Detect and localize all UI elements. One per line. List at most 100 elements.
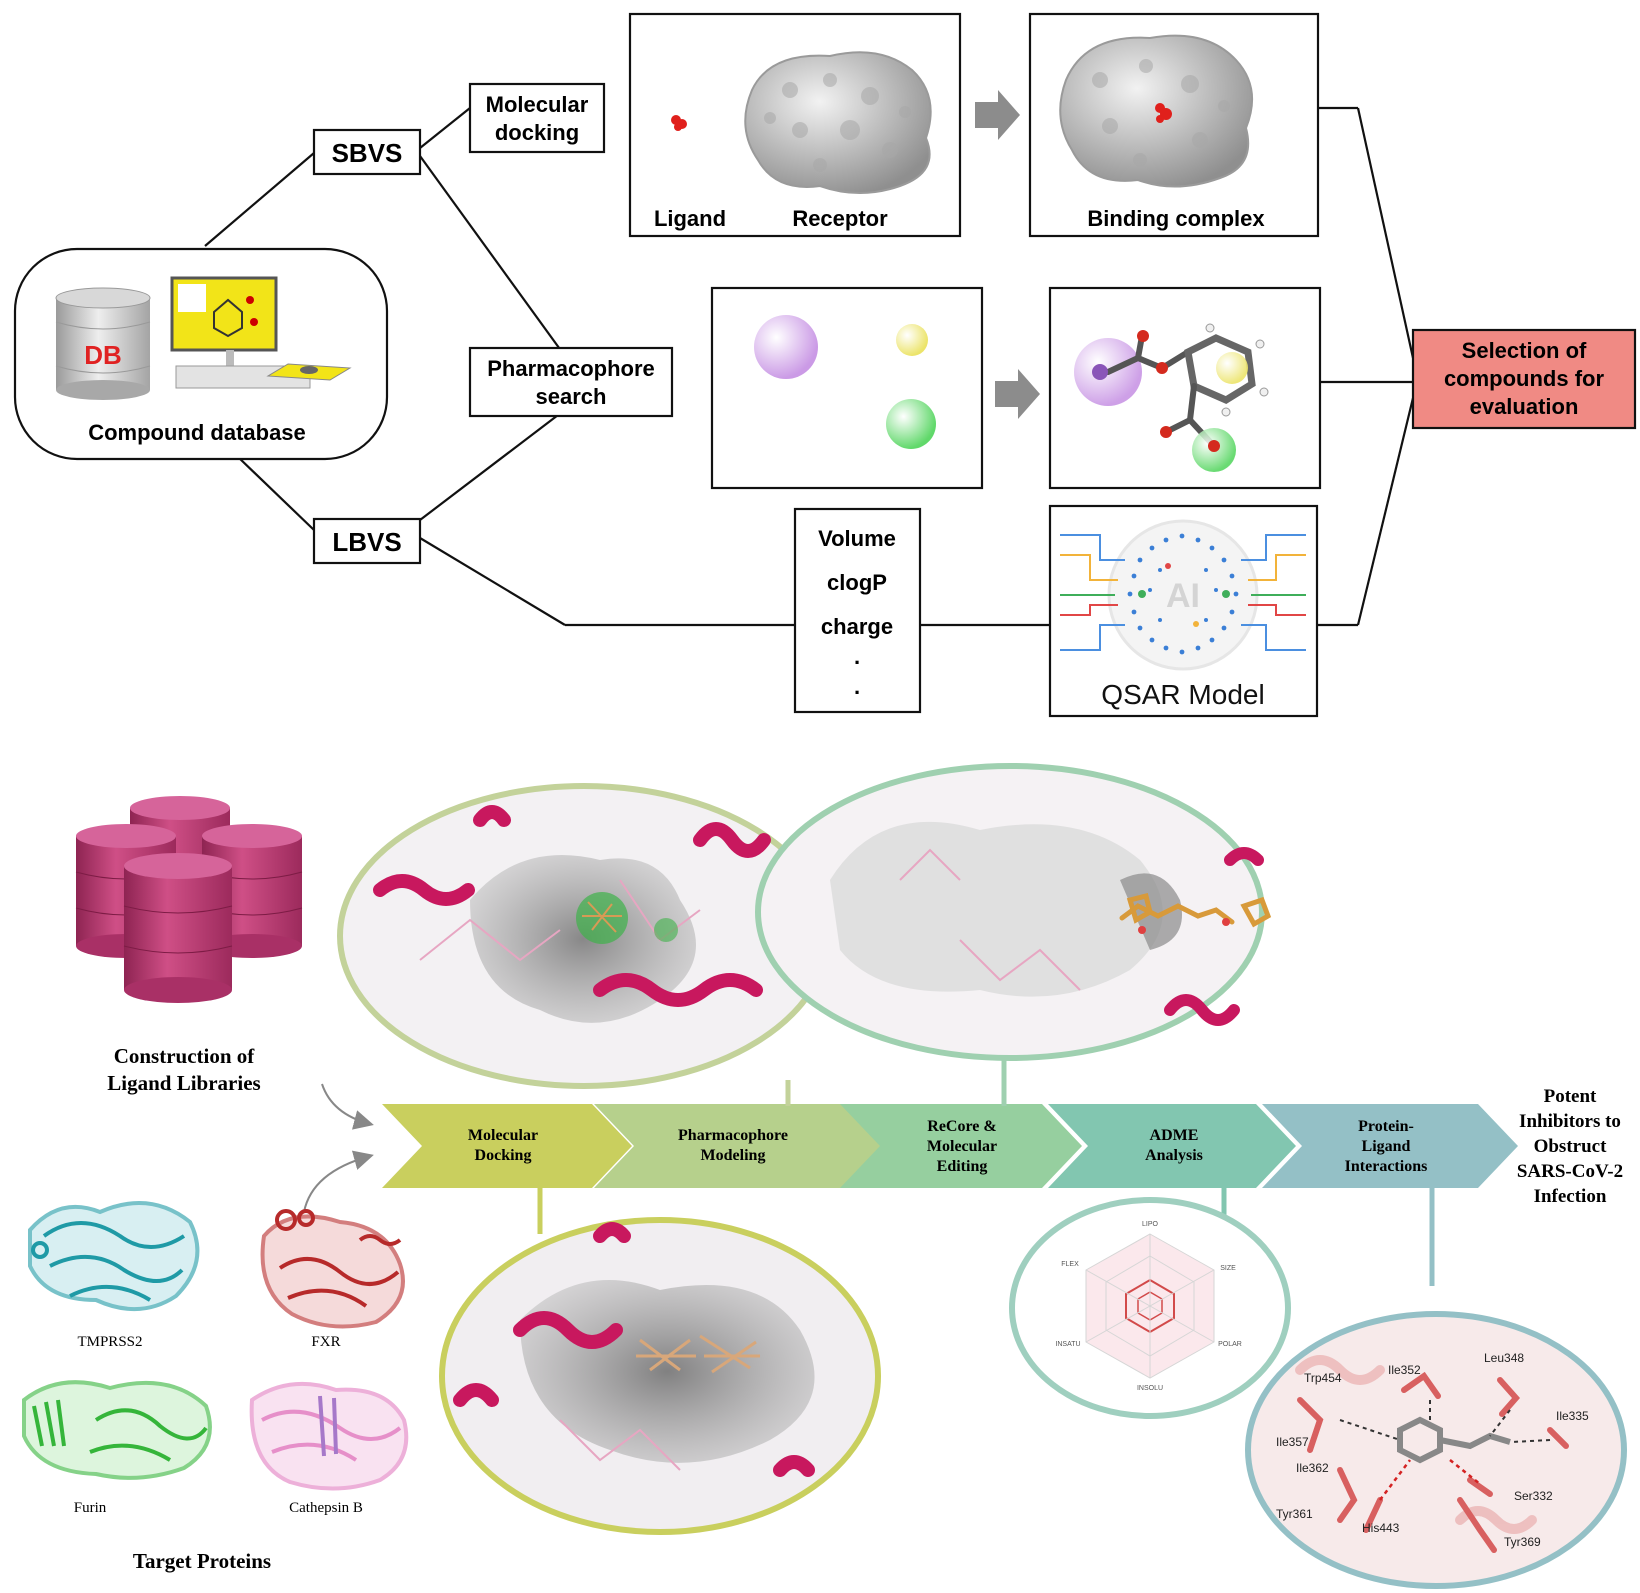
residue-ser332: Ser332 — [1514, 1489, 1553, 1503]
molecular-docking-box: Molecular docking — [468, 82, 606, 154]
descriptor-clogp: clogP — [827, 570, 887, 595]
ligand-molecule — [671, 115, 687, 131]
final-label-line-4: SARS-CoV-2 — [1517, 1161, 1623, 1182]
radar-axis-size: SIZE — [1220, 1265, 1236, 1272]
residue-ile357: Ile357 — [1276, 1435, 1309, 1449]
database-cylinder — [123, 853, 233, 1003]
step-chevron — [1262, 1104, 1518, 1188]
selection-line-2: compounds for — [1444, 366, 1605, 391]
lbvs-box: LBVS — [312, 517, 422, 565]
step-pharmacophore-line-1: Pharmacophore — [678, 1127, 788, 1144]
step-recore-line-3: Editing — [937, 1158, 988, 1175]
residue-ile362: Ile362 — [1296, 1461, 1329, 1475]
pharmacophore-molecule-panel — [1048, 286, 1322, 490]
residue-trp454: Trp454 — [1304, 1371, 1342, 1385]
selection-line-1: Selection of — [1462, 338, 1587, 363]
step-molecular-docking: Molecular Docking — [382, 1104, 632, 1188]
residue-ile335: Ile335 — [1556, 1409, 1589, 1423]
step-adme-line-2: Analysis — [1145, 1147, 1203, 1164]
residue-ile352: Ile352 — [1388, 1363, 1421, 1377]
final-label-line-1: Potent — [1544, 1086, 1597, 1107]
compound-database-box: DB Compound database — [13, 247, 389, 461]
radar-axis-insatu: INSATU — [1055, 1341, 1080, 1348]
recore-zoom-view — [755, 763, 1272, 1061]
target-proteins-label: Target Proteins — [133, 1549, 271, 1573]
descriptors-box: Volume clogP charge . . — [793, 507, 922, 714]
step-pharmacophore-modeling: Pharmacophore Modeling — [594, 1104, 884, 1188]
ligand-receptor-panel: Ligand Receptor — [628, 12, 962, 238]
step-recore-molecular-editing: ReCore & Molecular Editing — [840, 1104, 1082, 1188]
binding-complex-panel: Binding complex — [1028, 12, 1320, 238]
pharmacophore-arrow-icon — [995, 369, 1040, 419]
green-feature-sphere — [886, 399, 936, 449]
final-label-line-5: Infection — [1534, 1186, 1607, 1207]
ai-label: AI — [1166, 577, 1200, 615]
docking-arrow-icon — [975, 90, 1020, 140]
descriptor-charge: charge — [821, 614, 893, 639]
step-protein-ligand-line-3: Interactions — [1345, 1158, 1428, 1175]
lbvs-label: LBVS — [332, 527, 401, 557]
computer-icon — [170, 276, 352, 389]
step-chevron — [594, 1104, 884, 1188]
final-label-line-2: Inhibitors to — [1519, 1111, 1621, 1132]
selection-box: Selection of compounds for evaluation — [1411, 328, 1637, 430]
protein-tmprss2-image — [28, 1201, 200, 1311]
target-proteins: TMPRSS2 FXR Furin Ca — [22, 1201, 409, 1516]
pharmacophore-search-line-2: search — [536, 384, 607, 409]
docking-zoom-view — [439, 1217, 881, 1535]
database-icon: DB — [55, 287, 151, 400]
binding-complex-label: Binding complex — [1087, 206, 1265, 231]
bottom-diagram: Construction of Ligand Libraries TMPRSS2 — [22, 763, 1627, 1589]
protein-furin-label: Furin — [74, 1500, 107, 1516]
top-diagram: DB Compound database SBVS LBVS — [13, 12, 1637, 718]
qsar-model-label: QSAR Model — [1101, 679, 1264, 710]
pharmacophore-search-line-1: Pharmacophore — [487, 356, 655, 381]
protein-tmprss2-label: TMPRSS2 — [77, 1334, 142, 1350]
step-recore-line-1: ReCore & — [927, 1118, 996, 1135]
binding-complex-surface — [1059, 34, 1253, 188]
receptor-surface — [744, 51, 932, 194]
pharmacophore-search-box: Pharmacophore search — [468, 346, 674, 418]
step-adme-analysis: ADME Analysis — [1048, 1104, 1296, 1188]
step-protein-ligand-interactions: Protein- Ligand Interactions — [1262, 1104, 1518, 1188]
interaction-zoom-view: Trp454 Ile352 Leu348 Ile335 Ile357 Ile36… — [1245, 1311, 1627, 1589]
library-arrow-icon — [321, 1083, 374, 1130]
ai-network-icon: AI — [1060, 519, 1306, 671]
step-adme-line-1: ADME — [1150, 1127, 1199, 1144]
molecular-docking-line-1: Molecular — [486, 92, 589, 117]
sbvs-box: SBVS — [312, 128, 422, 176]
pharmacophore-zoom-view — [337, 783, 831, 1089]
db-label: DB — [84, 340, 122, 370]
selection-line-3: evaluation — [1470, 394, 1579, 419]
protein-furin-image — [22, 1380, 212, 1480]
residue-his443: His443 — [1362, 1521, 1400, 1535]
ligand-label: Ligand — [654, 206, 726, 231]
step-protein-ligand-line-1: Protein- — [1358, 1118, 1414, 1135]
connector-lines — [204, 106, 1415, 627]
step-chevron — [382, 1104, 632, 1188]
yellow-feature-sphere — [896, 324, 928, 356]
descriptor-ellipsis-1: . — [854, 644, 860, 669]
step-protein-ligand-line-2: Ligand — [1362, 1138, 1411, 1155]
final-outcome-label: Potent Inhibitors to Obstruct SARS-CoV-2… — [1517, 1086, 1623, 1207]
protein-fxr-label: FXR — [311, 1334, 340, 1350]
radar-axis-polar: POLAR — [1218, 1341, 1242, 1348]
radar-axis-lipo: LIPO — [1142, 1221, 1159, 1228]
step-recore-line-2: Molecular — [927, 1138, 997, 1155]
step-chevron — [840, 1104, 1082, 1188]
molecular-docking-line-2: docking — [495, 120, 579, 145]
purple-feature-sphere — [754, 315, 818, 379]
workflow-steps: Molecular Docking Pharmacophore Modeling… — [382, 1104, 1518, 1188]
step-molecular-docking-line-1: Molecular — [468, 1127, 538, 1144]
residue-tyr361: Tyr361 — [1276, 1507, 1313, 1521]
ligand-libraries-line-1: Construction of — [114, 1044, 256, 1068]
protein-fxr-image — [260, 1209, 405, 1329]
protein-cathepsin-b-image — [249, 1381, 409, 1491]
qsar-model-panel: AI QSAR Model — [1048, 504, 1319, 718]
receptor-label: Receptor — [792, 206, 888, 231]
sbvs-label: SBVS — [332, 138, 403, 168]
final-label-line-3: Obstruct — [1534, 1136, 1608, 1157]
ligand-library-databases — [75, 796, 303, 1003]
radar-axis-flex: FLEX — [1061, 1261, 1079, 1268]
step-pharmacophore-line-2: Modeling — [701, 1147, 766, 1164]
